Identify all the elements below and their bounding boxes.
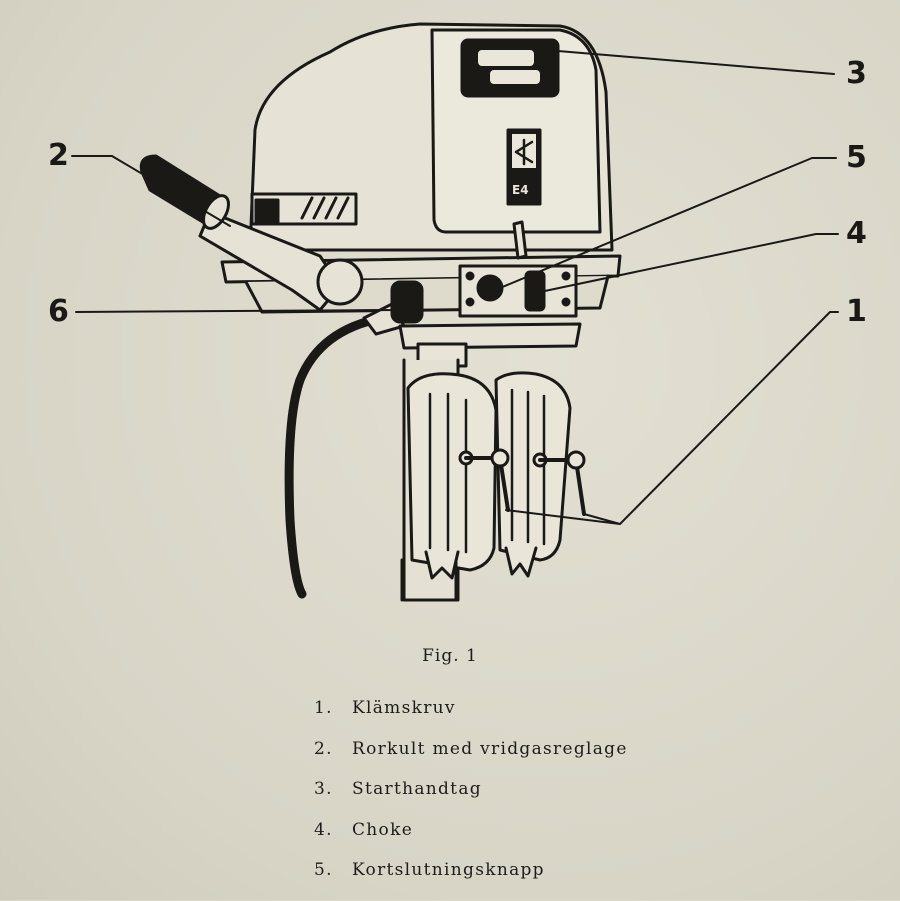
leader-1 xyxy=(505,311,839,525)
leader-4 xyxy=(539,233,839,293)
short-circuit-button xyxy=(476,274,504,302)
clamp-left xyxy=(406,372,498,580)
legend-number: 3. xyxy=(314,779,333,799)
legend-text: Klämskruv xyxy=(352,698,456,718)
legend-text: Choke xyxy=(352,819,414,840)
legend-number: 4. xyxy=(314,819,333,840)
swivel-bracket xyxy=(398,322,582,350)
callout-5: 5 xyxy=(846,140,867,175)
leader-6 xyxy=(75,309,399,313)
clamp-right xyxy=(494,371,572,578)
drive-shaft xyxy=(400,558,458,602)
callout-6: 6 xyxy=(48,294,69,329)
leader-2 xyxy=(71,155,231,227)
fuel-hose xyxy=(284,313,387,599)
leader-5 xyxy=(499,157,837,289)
legend-item: 1. Klämskruv xyxy=(314,698,628,739)
legend-number: 5. xyxy=(314,860,333,880)
badge-text: E4 xyxy=(512,183,529,197)
legend-item: 2. Rorkult med vridgasreglage xyxy=(314,739,628,780)
leader-3 xyxy=(545,49,835,75)
legend-text: Kortslutningsknapp xyxy=(352,860,545,880)
legend-text: Starthandtag xyxy=(352,779,482,799)
outboard-motor-diagram: E4 xyxy=(71,22,839,602)
legend-item: 4. Choke xyxy=(314,820,628,861)
parts-legend: 1. Klämskruv 2. Rorkult med vridgasreglage… xyxy=(314,698,628,901)
callout-4: 4 xyxy=(846,216,867,251)
legend-number: 2. xyxy=(314,738,333,759)
callout-1: 1 xyxy=(846,294,867,329)
figure-caption: Fig. 1 xyxy=(422,646,478,666)
legend-item: 3. Starthandtag xyxy=(314,779,628,820)
callout-2: 2 xyxy=(48,138,69,173)
starter-handle xyxy=(460,38,560,98)
fuel-connector xyxy=(390,280,424,324)
callout-3: 3 xyxy=(846,56,867,91)
legend-number: 1. xyxy=(314,698,333,718)
legend-item: 5. Kortslutningsknapp xyxy=(314,860,628,901)
legend-text: Rorkult med vridgasreglage xyxy=(352,738,628,759)
